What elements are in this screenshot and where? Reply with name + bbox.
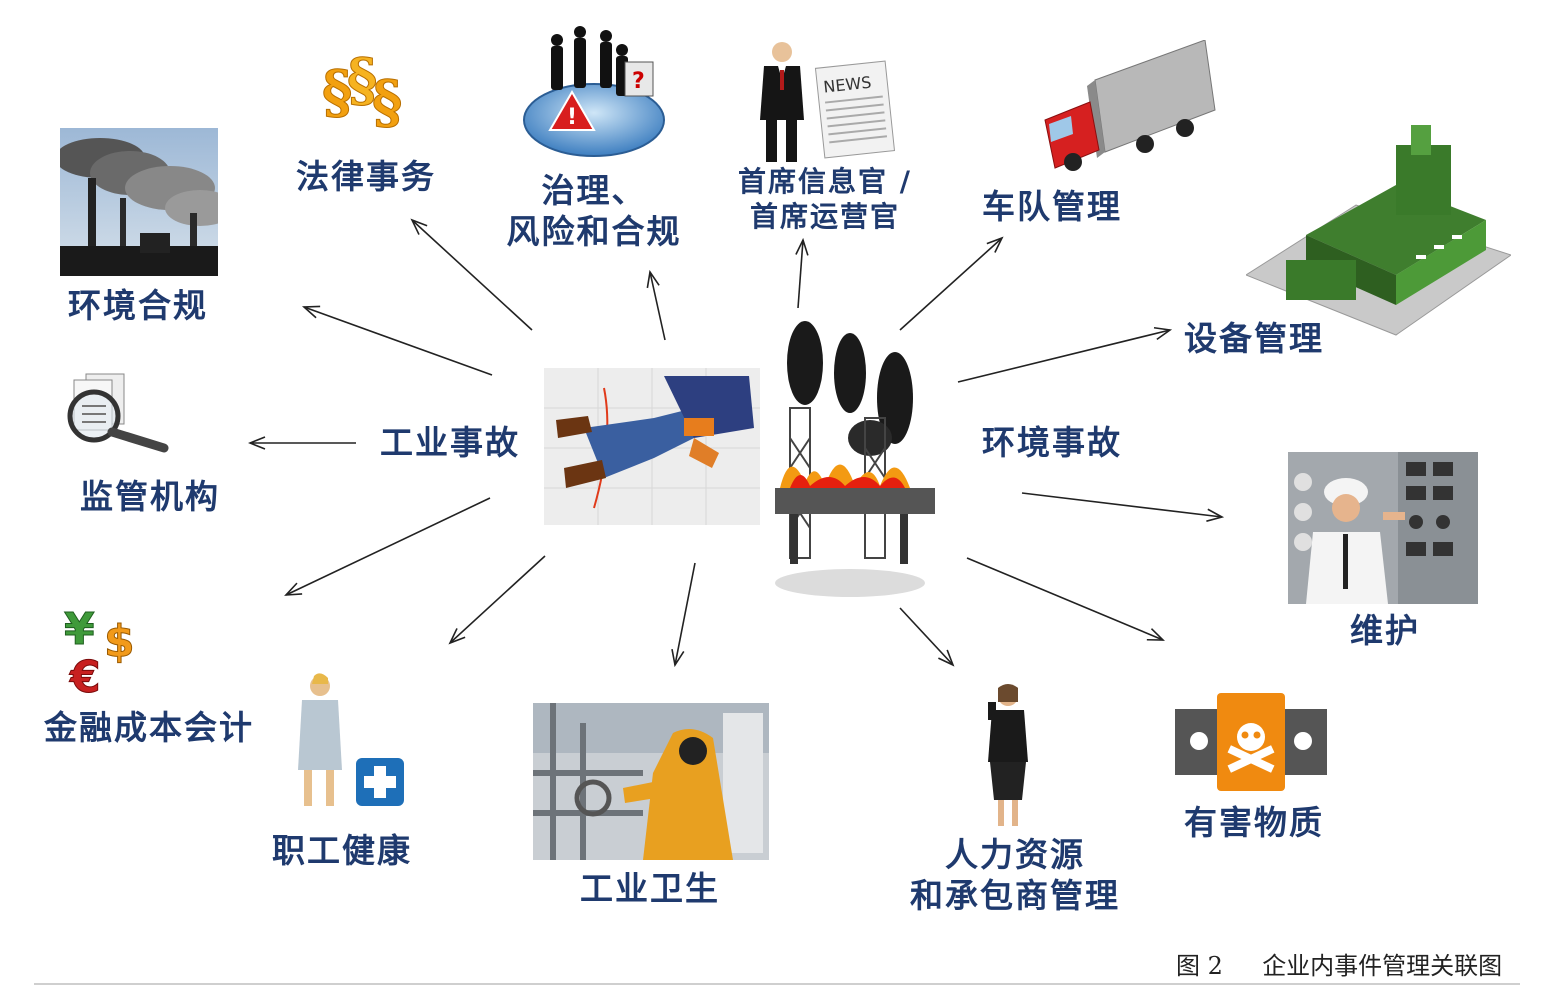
arrow-to-governance: [650, 272, 666, 341]
label-fleet: 车队管理: [982, 187, 1122, 226]
label-finance: 金融成本会计: [44, 708, 254, 747]
label-executive: 首席信息官 / 首席运营官: [737, 164, 913, 234]
factory-building-icon: [1246, 125, 1511, 336]
label-executive-line2: 首席运营官: [749, 200, 900, 233]
fallen-worker-photo: [544, 368, 760, 525]
svg-text:§: §: [347, 50, 377, 114]
arrow-to-env-compliance: [304, 307, 493, 376]
label-governance: 治理、 风险和合规: [505, 170, 683, 253]
arrow-to-fleet: [899, 238, 1002, 331]
arrow-to-executive: [798, 240, 803, 309]
news-label: NEWS: [822, 73, 872, 97]
label-hr-line1: 人力资源: [945, 835, 1085, 874]
protective-suit-worker-photo: [533, 703, 769, 860]
arrow-to-hr: [899, 607, 953, 665]
svg-text:!: !: [567, 105, 577, 130]
smokestack-photo: [60, 128, 218, 276]
yen-icon: ¥: [64, 604, 95, 655]
label-maintenance: 维护: [1350, 611, 1420, 650]
nurse-medical-cross-icon: [298, 673, 404, 806]
arrow-to-hygiene: [675, 562, 696, 665]
figure-caption: 图 2 企业内事件管理关联图: [1176, 946, 1502, 981]
bottom-rule: [34, 983, 1520, 985]
label-hazmat: 有害物质: [1184, 803, 1324, 842]
label-legal: 法律事务: [296, 157, 436, 196]
label-governance-line1: 治理、: [541, 171, 647, 210]
arrow-to-finance: [286, 497, 491, 595]
arrow-to-hazmat: [966, 557, 1163, 640]
executive-newspaper-icon: NEWS: [760, 42, 896, 162]
businesswoman-phone-icon: [988, 684, 1028, 826]
truck-icon: [1044, 40, 1216, 171]
dollar-icon: $: [104, 616, 135, 667]
arrow-to-maintenance: [1021, 492, 1222, 517]
label-hub-left: 工业事故: [380, 423, 520, 462]
label-hr-line2: 和承包商管理: [910, 876, 1120, 916]
label-hub-right: 环境事故: [982, 423, 1122, 462]
label-env-compliance: 环境合规: [68, 286, 208, 325]
svg-text:§: §: [372, 68, 402, 132]
label-health: 职工健康: [272, 831, 412, 870]
label-regulator: 监管机构: [80, 477, 220, 516]
arrow-to-health: [450, 555, 546, 643]
label-equipment: 设备管理: [1184, 319, 1324, 358]
arrow-to-equipment: [957, 330, 1170, 383]
label-hr: 人力资源 和承包商管理: [905, 834, 1125, 917]
caption-number: 图 2: [1176, 952, 1223, 980]
burning-oil-rig: [775, 321, 935, 597]
currency-icon: ¥ $ €: [64, 604, 136, 700]
svg-text:?: ?: [632, 69, 645, 94]
euro-icon: €: [69, 652, 101, 700]
label-executive-line1: 首席信息官 /: [738, 165, 912, 198]
svg-text:§: §: [322, 58, 352, 126]
arrow-to-legal: [412, 220, 533, 331]
label-governance-line2: 风险和合规: [506, 212, 682, 252]
caption-title: 企业内事件管理关联图: [1262, 952, 1503, 980]
control-panel-technician-photo: [1288, 452, 1478, 604]
toxic-barrel-icon: [1175, 693, 1327, 791]
label-hygiene: 工业卫生: [580, 869, 720, 908]
magnifier-documents-icon: [67, 373, 169, 453]
section-sign-icon: § § §: [322, 50, 403, 132]
business-people-warning-icon: ? !: [523, 26, 665, 157]
